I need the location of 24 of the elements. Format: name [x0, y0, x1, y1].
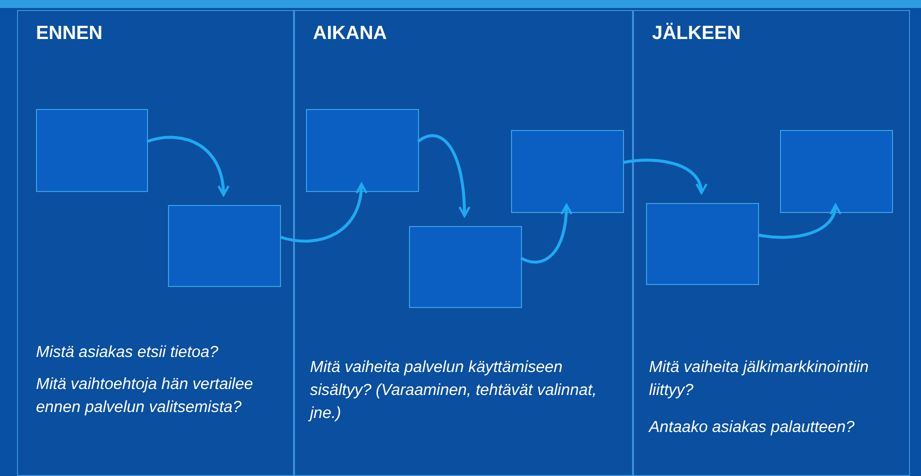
column-heading: ENNEN [36, 23, 103, 45]
arrow [417, 134, 470, 218]
question-text: Mitä vaiheita palvelun käyttämiseen sisältyy? (Varaaminen, tehtävät valinnat, jne.) [310, 358, 598, 424]
column-heading: JÄLKEEN [652, 23, 741, 45]
step-box [780, 130, 893, 213]
column-panel [633, 10, 910, 476]
question-text: Mistä asiakas etsii tietoa? [36, 343, 220, 363]
column-panel [294, 10, 633, 476]
column-heading: AIKANA [313, 23, 387, 45]
step-box [511, 130, 624, 213]
arrow [622, 158, 706, 194]
step-box [646, 203, 759, 285]
step-box [36, 109, 148, 192]
column-panel [17, 10, 294, 476]
step-box [306, 109, 419, 192]
question-text: Mitä vaihtoehtoja hän vertailee ennen palvelun valitsemista? [36, 375, 254, 418]
arrow [758, 204, 840, 239]
arrow [280, 182, 367, 243]
arrow [146, 136, 229, 196]
step-box [409, 226, 522, 308]
question-text: Mitä vaiheita jälkimarkkinointiin liittyy? [649, 358, 870, 401]
arrow [520, 204, 572, 264]
step-box [168, 205, 281, 287]
question-text: Antaako asiakas palautteen? [649, 418, 856, 438]
